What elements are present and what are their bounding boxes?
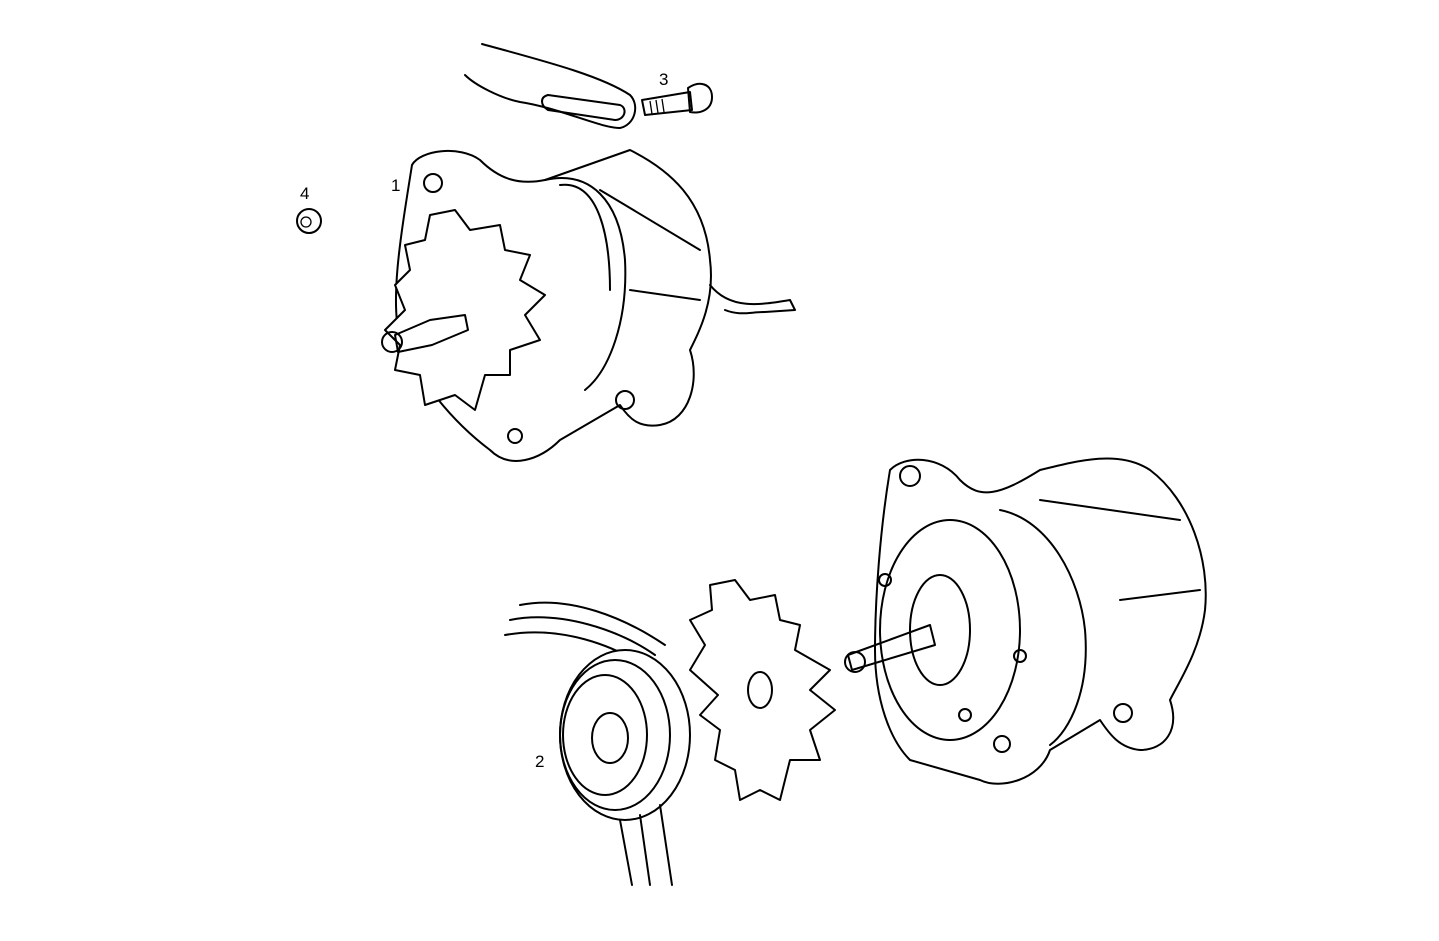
alternator-assembled xyxy=(381,149,796,462)
fan xyxy=(689,579,836,801)
callout-4: 4 xyxy=(300,184,310,203)
pulley-and-belt xyxy=(504,601,691,886)
mounting-bracket xyxy=(464,43,637,129)
callout-2: 2 xyxy=(535,752,545,771)
nut xyxy=(296,208,322,234)
callout-1: 1 xyxy=(391,176,401,195)
callout-3: 3 xyxy=(659,70,669,89)
alternator-body-exploded xyxy=(844,457,1207,785)
bolt xyxy=(641,82,713,116)
